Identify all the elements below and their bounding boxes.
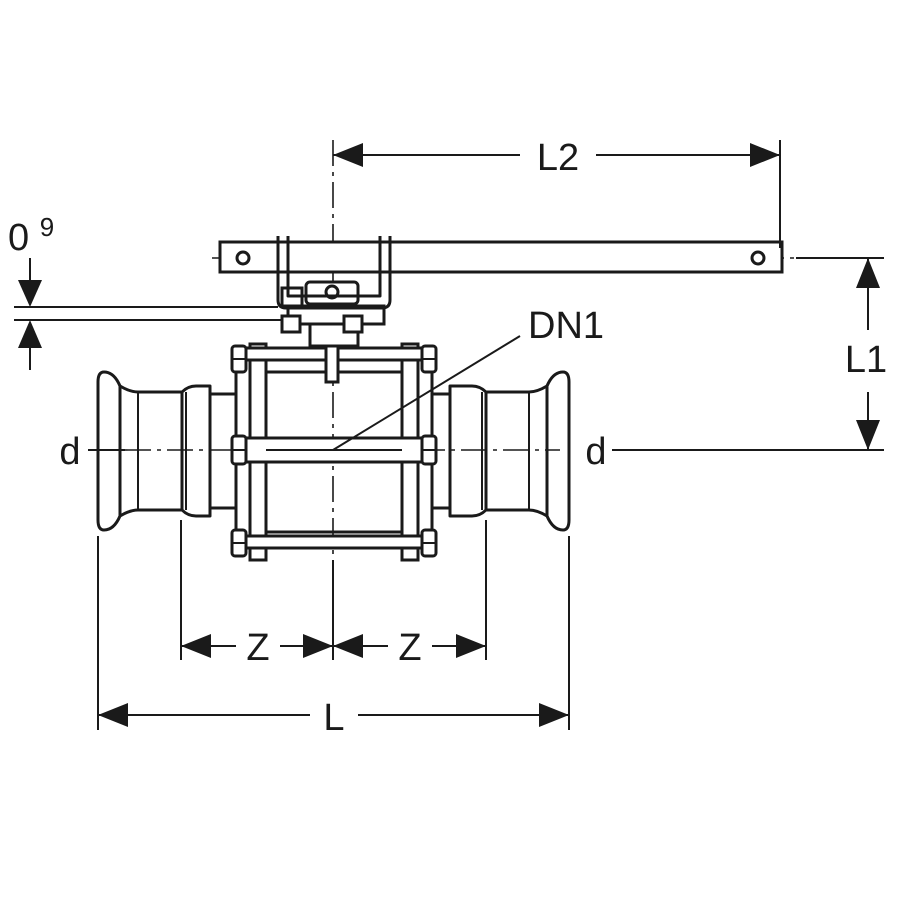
- left-press-fitting: [96, 370, 236, 532]
- label-z-right: Z: [398, 627, 421, 669]
- dimension-l2: [333, 140, 781, 248]
- right-press-fitting: [430, 370, 571, 532]
- valve-stem: [280, 280, 386, 384]
- label-d-left: d: [59, 431, 80, 473]
- label-o9: 0 9: [8, 212, 54, 259]
- label-l: L: [323, 697, 344, 739]
- label-o9-superscript: 9: [40, 212, 54, 242]
- label-o9-base: 0: [8, 217, 29, 259]
- label-z-left: Z: [246, 627, 269, 669]
- body-bolts: [230, 344, 438, 558]
- dimension-l1: [612, 257, 884, 451]
- label-dn1: DN1: [528, 305, 604, 347]
- dimension-l: [97, 536, 570, 730]
- label-l1: L1: [845, 339, 887, 381]
- label-l2: L2: [537, 137, 579, 179]
- dn1-leader-line: [332, 335, 521, 451]
- label-d-right: d: [585, 431, 606, 473]
- dimension-z: [180, 520, 487, 660]
- handle-lever: [218, 236, 784, 310]
- center-lines: [125, 140, 800, 560]
- dimension-o9: [14, 258, 282, 370]
